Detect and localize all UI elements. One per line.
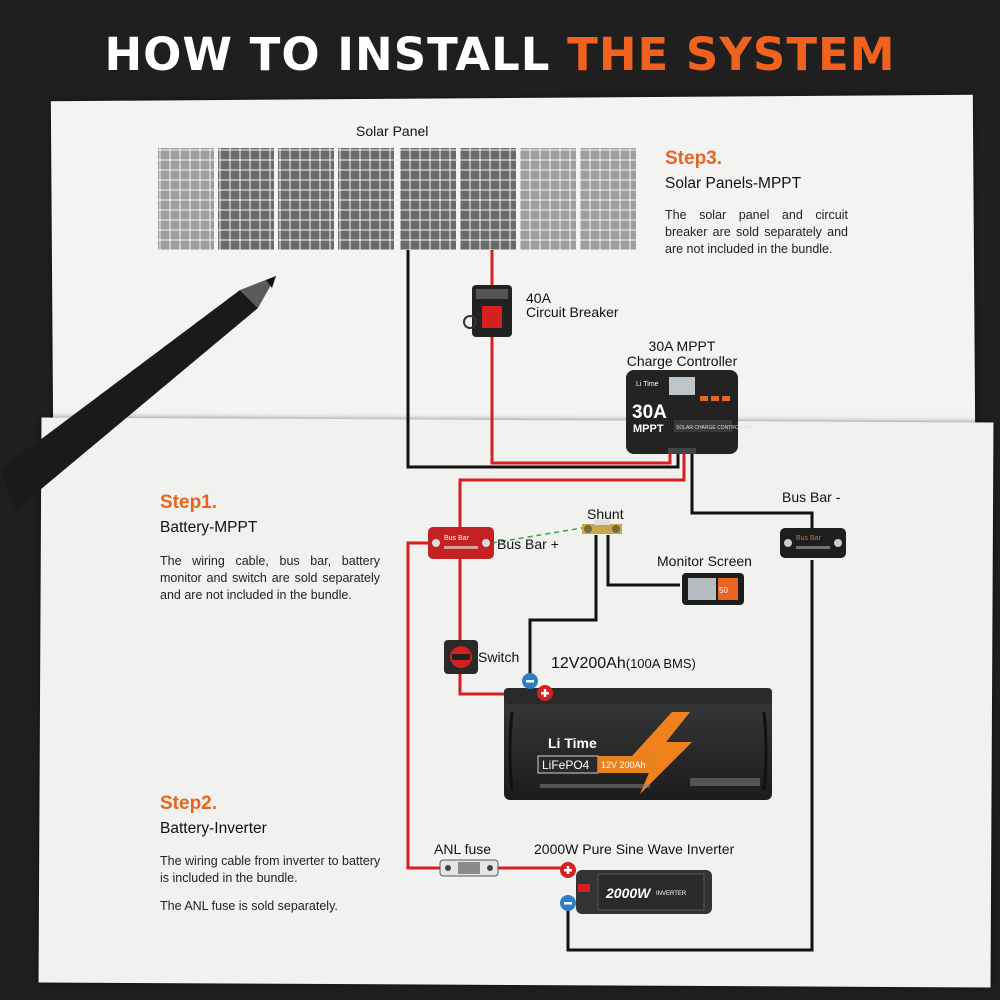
label-battery: 12V200Ah(100A BMS) xyxy=(551,655,696,672)
step2-heading: Step2. xyxy=(160,793,218,814)
svg-text:Bus Bar: Bus Bar xyxy=(444,535,470,542)
step3-subtitle: Solar Panels-MPPT xyxy=(665,175,802,192)
svg-text:12V 200Ah: 12V 200Ah xyxy=(601,760,646,770)
solar-panel xyxy=(158,148,636,250)
svg-text:INVERTER: INVERTER xyxy=(656,891,687,897)
svg-text:MPPT: MPPT xyxy=(633,423,664,435)
step1-heading: Step1. xyxy=(160,492,218,513)
negative-wires xyxy=(406,250,814,952)
wire-panel-neg xyxy=(406,250,680,469)
wire-mppt-to-busbar xyxy=(458,452,686,527)
title-part-1: HOW TO INSTALL xyxy=(104,28,551,81)
label-bus-bar-positive: Bus Bar + xyxy=(497,536,559,552)
svg-text:50: 50 xyxy=(719,586,728,595)
svg-text:2000W: 2000W xyxy=(605,885,652,901)
inverter-icon: 2000W INVERTER xyxy=(576,870,712,914)
svg-text:Li Time: Li Time xyxy=(548,735,597,751)
wire-busbar-to-fuse xyxy=(406,541,440,870)
pencil-illustration xyxy=(0,276,276,510)
label-breaker: Circuit Breaker xyxy=(526,304,619,320)
svg-text:30A: 30A xyxy=(632,402,667,423)
shunt-icon xyxy=(582,520,622,534)
svg-text:LiFePO4: LiFePO4 xyxy=(542,758,590,772)
wire-breaker-to-mppt xyxy=(490,335,672,465)
wire-busneg-to-inverter xyxy=(566,560,814,952)
label-inverter: 2000W Pure Sine Wave Inverter xyxy=(534,841,735,857)
label-anl-fuse: ANL fuse xyxy=(434,841,491,857)
anl-fuse-icon xyxy=(439,859,499,877)
step3-heading: Step3. xyxy=(665,148,723,169)
step3-body: The solar panel and circuit breaker are … xyxy=(665,208,848,256)
label-solar-panel: Solar Panel xyxy=(356,123,428,139)
label-switch: Switch xyxy=(478,649,519,665)
wire-mppt-to-shunt xyxy=(690,452,814,528)
svg-text:SOLAR CHARGE CONTROLLER: SOLAR CHARGE CONTROLLER xyxy=(676,425,752,431)
label-bus-bar-negative: Bus Bar - xyxy=(782,489,841,505)
battery-icon: Li Time LiFePO4 12V 200Ah xyxy=(504,688,772,800)
battery-switch-icon xyxy=(444,640,478,674)
label-mppt: Charge Controller xyxy=(627,353,738,369)
step2-note: The ANL fuse is sold separately. xyxy=(160,899,338,913)
page-title: HOW TO INSTALL THE SYSTEM xyxy=(0,28,1000,81)
label-mppt-amp: 30A MPPT xyxy=(649,338,716,354)
svg-text:Bus Bar: Bus Bar xyxy=(796,535,822,542)
mppt-controller-icon: Li Time 30A MPPT SOLAR CHARGE CONTROLLER xyxy=(626,370,752,454)
wire-shunt-to-monitor xyxy=(606,535,680,587)
step2-body: The wiring cable from inverter to batter… xyxy=(160,854,381,885)
step2-subtitle: Battery-Inverter xyxy=(160,820,267,837)
label-monitor-screen: Monitor Screen xyxy=(657,553,752,569)
circuit-breaker-icon xyxy=(463,285,512,337)
monitor-screen-icon: 50 xyxy=(682,573,744,605)
step1-body: The wiring cable, bus bar, battery monit… xyxy=(160,554,380,602)
bus-bar-negative-icon: Bus Bar xyxy=(780,528,846,558)
label-shunt: Shunt xyxy=(587,506,624,522)
sense-wire xyxy=(491,527,583,544)
label-breaker-amp: 40A xyxy=(526,290,552,306)
step1-subtitle: Battery-MPPT xyxy=(160,519,258,536)
title-part-2: THE SYSTEM xyxy=(567,28,896,81)
wire-shunt-to-battery xyxy=(528,535,598,680)
svg-text:Li Time: Li Time xyxy=(636,381,659,388)
bus-bar-positive-icon: Bus Bar xyxy=(428,527,494,559)
